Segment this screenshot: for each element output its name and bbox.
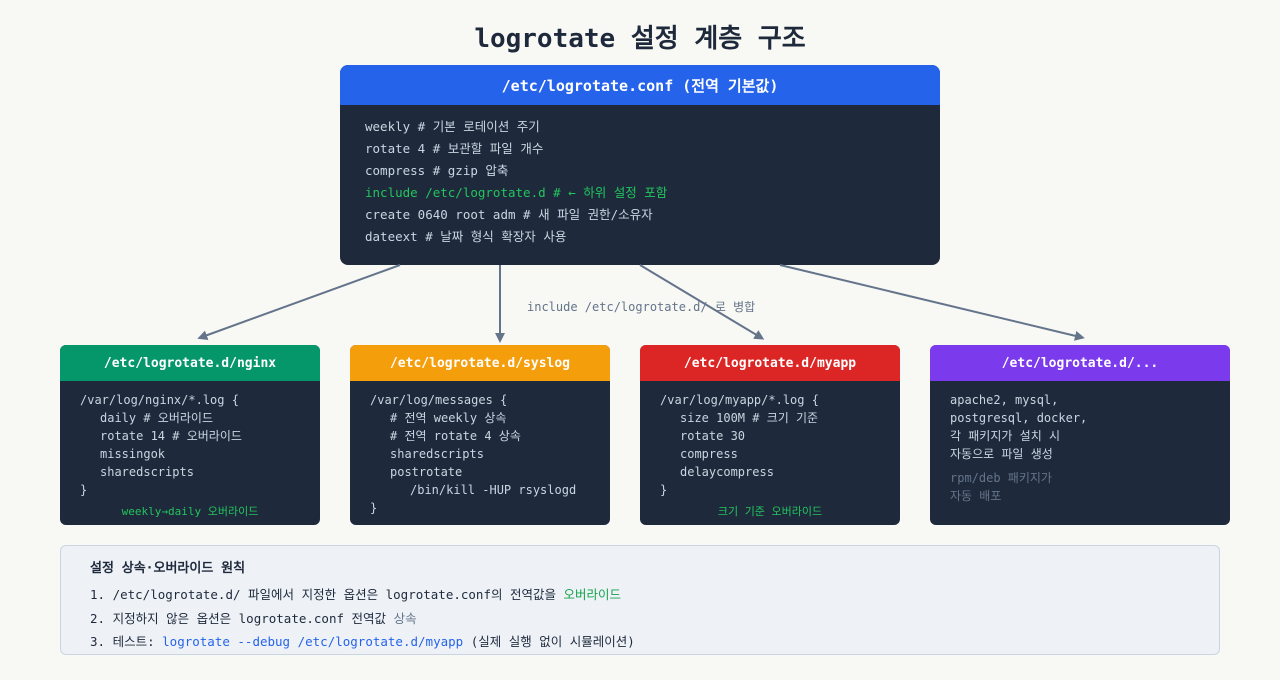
nginx-card-body: /var/log/nginx/*.log { daily # 오버라이드 rot… [60,381,320,499]
rule-1: 1. /etc/logrotate.d/ 파일에서 지정한 옵션은 logrot… [90,584,621,603]
override-rules-box: 설정 상속·오버라이드 원칙 1. /etc/logrotate.d/ 파일에서… [60,545,1220,655]
config-line-include: include /etc/logrotate.d # ← 하위 설정 포함 [365,185,668,200]
rule-3-suffix: (실제 실행 없이 시뮬레이션) [463,634,635,649]
rule-2: 2. 지정하지 않은 옵션은 logrotate.conf 전역값 상속 [90,608,417,627]
card-line: apache2, mysql, [950,393,1059,407]
card-line: /var/log/messages { [370,393,508,407]
myapp-config-card: /etc/logrotate.d/myapp /var/log/myapp/*.… [640,345,900,525]
arrow-to-others [779,264,1085,341]
card-line: 자동으로 파일 생성 [950,447,1053,461]
card-line: postgresql, docker, [950,411,1088,425]
rule-2-text: 2. 지정하지 않은 옵션은 logrotate.conf 전역값 [90,611,394,626]
config-line: weekly # 기본 로테이션 주기 [365,119,540,134]
other-packages-card: /etc/logrotate.d/... apache2, mysql, pos… [930,345,1230,525]
rule-3: 3. 테스트: logrotate --debug /etc/logrotate… [90,631,635,650]
syslog-config-card: /etc/logrotate.d/syslog /var/log/message… [350,345,610,525]
card-line-override: size 100M # 크기 기준 [680,411,819,425]
global-config-box: /etc/logrotate.conf (전역 기본값) weekly # 기본… [340,65,940,265]
card-line-override: daily # 오버라이드 [100,411,213,425]
other-card-header: /etc/logrotate.d/... [930,345,1230,381]
card-line: /bin/kill -HUP rsyslogd [410,483,577,497]
card-line-override: rotate 14 # 오버라이드 [100,429,242,443]
card-line: sharedscripts [390,447,484,461]
config-line: rotate 4 # 보관할 파일 개수 [365,141,544,156]
card-line: delaycompress [680,465,774,479]
myapp-card-header: /etc/logrotate.d/myapp [640,345,900,381]
global-config-body: weekly # 기본 로테이션 주기 rotate 4 # 보관할 파일 개수… [340,105,940,248]
card-line: /var/log/myapp/*.log { [660,393,819,407]
card-line: missingok [100,447,166,461]
card-line: sharedscripts [100,465,194,479]
card-line: 각 패키지가 설치 시 [950,429,1060,443]
nginx-config-card: /etc/logrotate.d/nginx /var/log/nginx/*.… [60,345,320,525]
card-line: } [80,483,88,497]
rule-3-command: logrotate --debug /etc/logrotate.d/myapp [162,634,464,649]
nginx-card-note: weekly→daily 오버라이드 [121,505,259,518]
card-line: } [660,483,668,497]
nginx-card-header: /etc/logrotate.d/nginx [60,345,320,381]
rule-1-highlight: 오버라이드 [563,587,622,602]
card-line: postrotate [390,465,463,479]
card-line: /var/log/nginx/*.log { [80,393,239,407]
merge-label: include /etc/logrotate.d/ 로 병합 [527,300,756,314]
arrow-to-nginx [197,264,401,340]
card-line-comment: # 전역 rotate 4 상속 [390,429,521,443]
other-card-body: apache2, mysql, postgresql, docker, 각 패키… [930,381,1230,505]
config-line: create 0640 root adm # 새 파일 권한/소유자 [365,207,653,222]
syslog-card-header: /etc/logrotate.d/syslog [350,345,610,381]
global-config-header: /etc/logrotate.conf (전역 기본값) [340,65,940,105]
card-line-comment: # 전역 weekly 상속 [390,411,507,425]
card-line: compress [680,447,738,461]
config-line: compress # gzip 압축 [365,163,509,178]
rule-1-text: 1. /etc/logrotate.d/ 파일에서 지정한 옵션은 logrot… [90,587,564,602]
myapp-card-body: /var/log/myapp/*.log { size 100M # 크기 기준… [640,381,900,499]
page-title: logrotate 설정 계층 구조 [474,24,806,54]
config-line: dateext # 날짜 형식 확장자 사용 [365,229,567,244]
rule-3-text: 3. 테스트: [90,634,163,649]
rule-2-highlight: 상속 [393,611,417,626]
card-line-muted: rpm/deb 패키지가 [950,471,1052,485]
rules-title: 설정 상속·오버라이드 원칙 [90,561,246,576]
myapp-card-note: 크기 기준 오버라이드 [717,505,823,518]
card-line-muted: 자동 배포 [950,489,1002,503]
syslog-card-body: /var/log/messages { # 전역 weekly 상속 # 전역 … [350,381,610,517]
card-line: } [370,501,378,515]
card-line-override: rotate 30 [680,429,746,443]
